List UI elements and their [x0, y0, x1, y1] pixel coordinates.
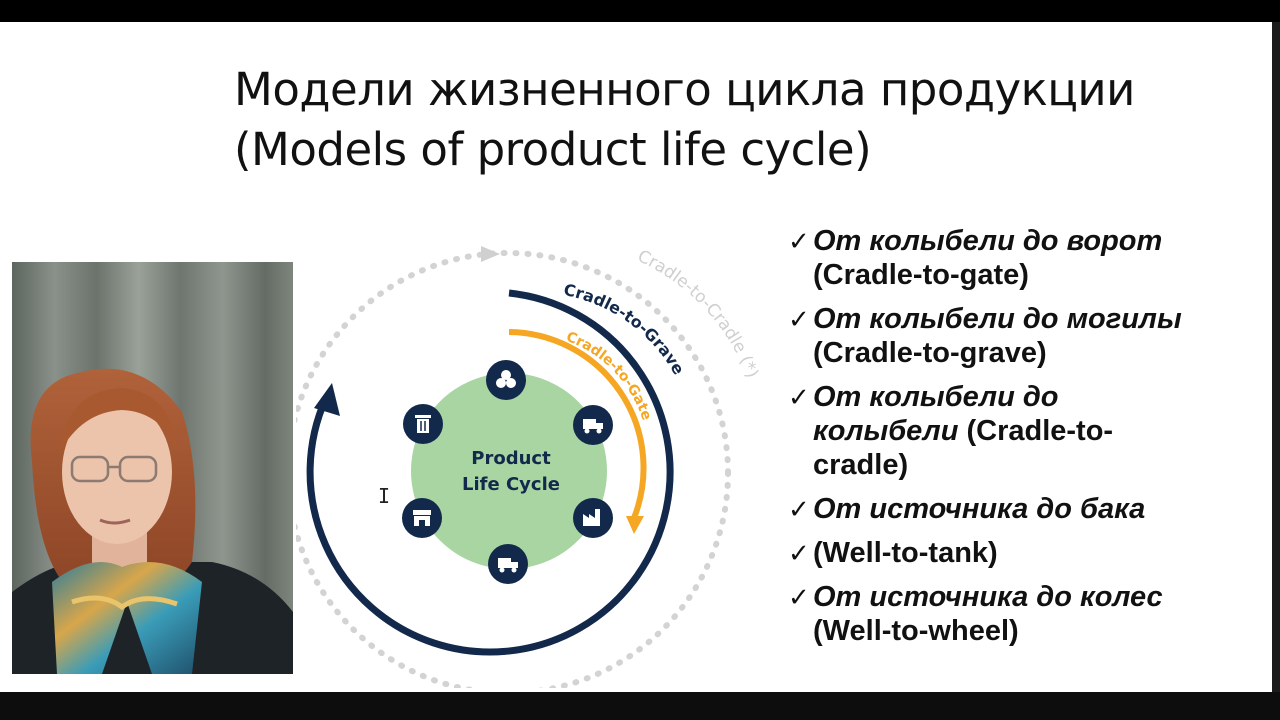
center-label-line-1: Product	[471, 448, 551, 469]
list-item-ru: От колыбели до могилы	[813, 303, 1182, 335]
product-life-cycle-diagram: Cradle-to-Grave Cradle-to-Gate Cradle-to…	[296, 246, 762, 688]
text-cursor-icon: I	[378, 484, 391, 508]
list-item-en: (Well-to-wheel)	[813, 615, 1019, 647]
list-item-en: (Cradle-to-grave)	[813, 337, 1047, 369]
cradle-to-grave-label: Cradle-to-Grave	[562, 280, 688, 378]
list-item-en: (Cradle-to-gate)	[813, 259, 1029, 291]
checkmark-icon: ✓	[788, 304, 810, 334]
cradle-to-gate-arc	[508, 329, 647, 520]
life-cycle-models-list: ✓ От колыбели до ворот (Cradle-to-gate) …	[786, 224, 1266, 658]
list-item: ✓ От колыбели до могилы (Cradle-to-grave…	[786, 302, 1266, 370]
raw-materials-icon	[486, 360, 526, 400]
cradle-to-grave-arrowhead	[314, 383, 340, 416]
factory-icon	[573, 498, 613, 538]
checkmark-icon: ✓	[788, 226, 810, 256]
list-item-ru: От колыбели до колыбели	[813, 381, 1059, 447]
list-item: ✓ От колыбели до ворот (Cradle-to-gate)	[786, 224, 1266, 292]
slide-title-line-1: Модели жизненного цикла продукции	[234, 63, 1135, 116]
list-item: ✓ (Well-to-tank)	[786, 536, 1266, 570]
list-item: ✓ От колыбели до колыбели (Cradle-to-cra…	[786, 380, 1173, 482]
checkmark-icon: ✓	[788, 494, 810, 524]
checkmark-icon: ✓	[788, 582, 810, 612]
trash-icon	[403, 404, 443, 444]
truck-icon	[488, 544, 528, 584]
window-right-edge	[1272, 22, 1280, 692]
presenter-image	[12, 262, 293, 674]
store-icon	[402, 498, 442, 538]
list-item: ✓ От источника до бака	[786, 492, 1266, 526]
checkmark-icon: ✓	[788, 382, 810, 412]
list-item: ✓ От источника до колес (Well-to-wheel)	[786, 580, 1266, 648]
cradle-to-cradle-label: Cradle-to-Cradle (*)	[634, 246, 762, 381]
cradle-to-cradle-arrowhead	[481, 246, 500, 262]
presentation-slide: Модели жизненного цикла продукции (Model…	[0, 22, 1272, 692]
slide-title: Модели жизненного цикла продукции (Model…	[234, 60, 1234, 180]
checkmark-icon: ✓	[788, 538, 810, 568]
slide-title-line-2: (Models of product life cycle)	[234, 123, 872, 176]
cradle-to-grave-arc	[306, 289, 674, 656]
cradle-to-cradle-dotted-ring	[296, 250, 731, 688]
life-cycle-center-circle	[411, 373, 607, 569]
list-item-ru: От источника до бака	[813, 493, 1146, 525]
cradle-to-gate-arrowhead	[626, 516, 644, 534]
center-label-line-2: Life Cycle	[462, 474, 560, 495]
list-item-en: (Well-to-tank)	[813, 537, 998, 569]
list-item-en: (Cradle-to-cradle)	[813, 415, 1114, 481]
list-item-ru: От источника до колес	[813, 581, 1163, 613]
truck-icon	[573, 405, 613, 445]
list-item-ru: От колыбели до ворот	[813, 225, 1163, 257]
window-bottom-bar	[0, 692, 1280, 720]
presenter-webcam-video	[12, 262, 293, 674]
